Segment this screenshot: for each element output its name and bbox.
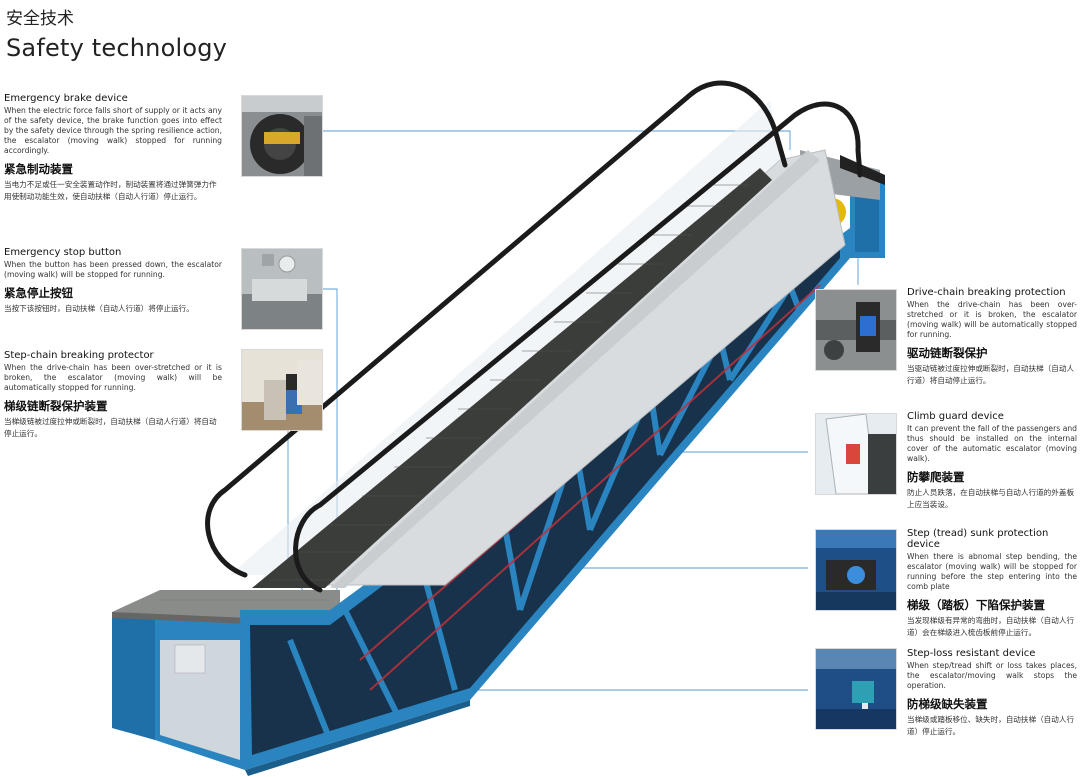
feature-title: Step-loss resistant device — [907, 648, 1036, 659]
page-title-cn: 安全技术 — [6, 9, 74, 29]
outer-deck — [330, 150, 820, 588]
feature-desc-cn: 当按下该按钮时，自动扶梯（自动人行道）将停止运行。 — [4, 304, 194, 314]
page-title-en: Safety technology — [6, 34, 228, 62]
feature-title-cn: 防攀爬装置 — [907, 470, 965, 485]
feature-desc: When the drive-chain has been over-stret… — [4, 363, 222, 393]
feature-emergency-stop: Emergency stop button When the button ha… — [4, 247, 222, 315]
feature-drive-chain: Drive-chain breaking protection When the… — [907, 287, 1077, 386]
feature-title-cn: 紧急制动装置 — [4, 162, 73, 177]
feature-title: Emergency brake device — [4, 93, 128, 104]
feature-desc: When the electric force falls short of s… — [4, 106, 222, 156]
feature-step-chain: Step-chain breaking protector When the d… — [4, 350, 222, 439]
feature-desc: When the drive-chain has been over-stret… — [907, 300, 1077, 340]
feature-desc-cn: 当电力不足或任一安全装置动作时，制动装置将通过弹簧弹力作用使制动功能生效，使自动… — [4, 180, 217, 201]
feature-title: Climb guard device — [907, 411, 1004, 422]
feature-desc-cn: 当驱动链被过度拉伸或断裂时，自动扶梯（自动人行道）将自动停止运行。 — [907, 364, 1075, 385]
feature-title: Step (tread) sunk protection device — [907, 528, 1049, 550]
feature-emergency-brake: Emergency brake device When the electric… — [4, 93, 222, 202]
feature-step-loss: Step-loss resistant device When step/tre… — [907, 648, 1077, 737]
feature-desc: When the button has been pressed down, t… — [4, 260, 222, 280]
feature-step-sunk: Step (tread) sunk protection device When… — [907, 528, 1077, 638]
feature-climb-guard: Climb guard device It can prevent the fa… — [907, 411, 1077, 510]
feature-desc: When there is abnomal step bending, the … — [907, 552, 1077, 592]
feature-desc-cn: 当梯级或踏板移位、缺失时，自动扶梯（自动人行道）停止运行。 — [907, 715, 1075, 736]
feature-desc: It can prevent the fall of the passenger… — [907, 424, 1077, 464]
thumb-emergency-brake — [241, 95, 323, 177]
feature-title-cn: 梯级（踏板）下陷保护装置 — [907, 598, 1045, 613]
thumb-drive-chain — [815, 289, 897, 371]
feature-desc: When step/tread shift or loss takes plac… — [907, 661, 1077, 691]
feature-desc-cn: 当梯级链被过度拉伸或断裂时，自动扶梯（自动人行道）将自动停止运行。 — [4, 417, 217, 438]
thumb-step-chain — [241, 349, 323, 431]
thumb-emergency-stop — [241, 248, 323, 330]
steps — [252, 168, 772, 588]
thumb-step-loss — [815, 648, 897, 730]
callout-brake — [322, 130, 791, 150]
feature-desc-cn: 当发现梯级有异常的弯曲时，自动扶梯（自动人行道）会在梯级进入梳齿板前停止运行。 — [907, 616, 1075, 637]
feature-title-cn: 紧急停止按钮 — [4, 286, 73, 301]
feature-title-cn: 防梯级缺失装置 — [907, 697, 988, 712]
lower-landing — [112, 590, 340, 770]
feature-desc-cn: 防止人员跌落，在自动扶梯与自动人行道的外盖板上应当装设。 — [907, 488, 1075, 509]
feature-title: Step-chain breaking protector — [4, 350, 154, 361]
thumb-climb-guard — [815, 413, 897, 495]
thumb-step-sunk — [815, 529, 897, 611]
glass-panel-outer — [230, 100, 780, 575]
feature-title-cn: 梯级链断裂保护装置 — [4, 399, 108, 414]
handrails — [205, 80, 863, 593]
feature-title: Drive-chain breaking protection — [907, 287, 1066, 298]
feature-title: Emergency stop button — [4, 247, 122, 258]
feature-title-cn: 驱动链断裂保护 — [907, 346, 988, 361]
